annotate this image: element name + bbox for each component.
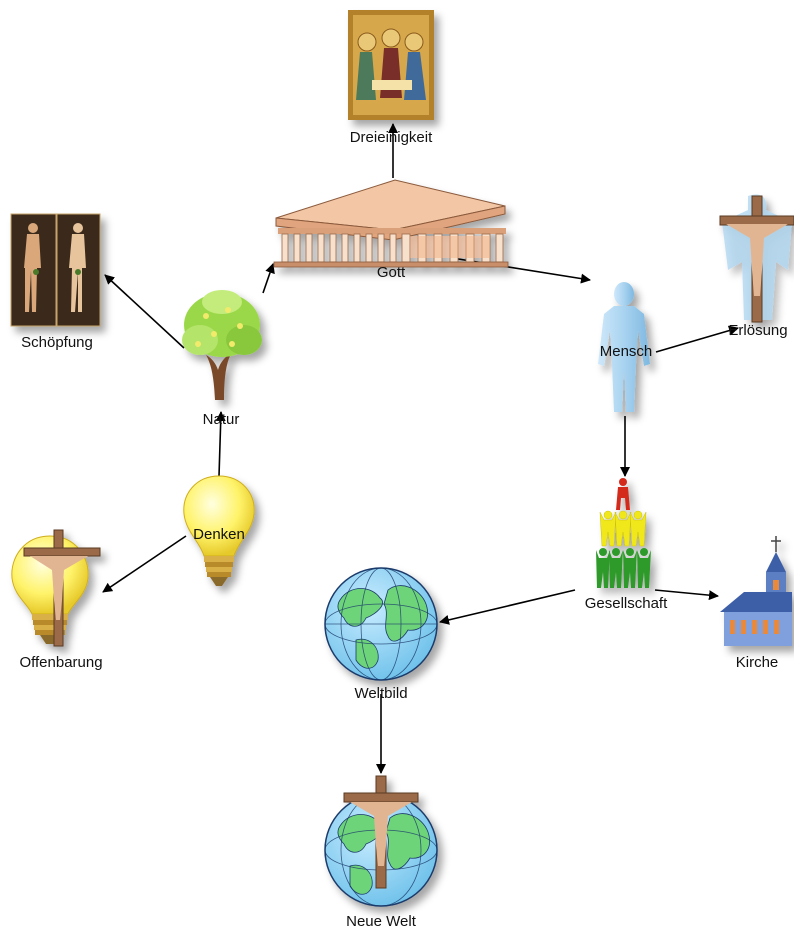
node-dreieinigkeit[interactable]: Dreieinigkeit: [348, 10, 434, 146]
edge-natur-schoepfung: [104, 274, 185, 349]
node-denken[interactable]: Denken: [183, 475, 255, 586]
node-label: Erlösung: [728, 322, 787, 339]
node-label: Gesellschaft: [585, 595, 668, 612]
node-label: Neue Welt: [346, 913, 417, 930]
node-label: Kirche: [736, 654, 779, 671]
lightbulb-icon: [183, 475, 255, 586]
icon-trinity: [348, 10, 434, 120]
globe-icon: [324, 567, 438, 681]
edge-denken-offenbarung: [102, 535, 187, 593]
edge-natur-gott: [262, 263, 275, 294]
node-label: Schöpfung: [21, 334, 93, 351]
people-pyramid-icon: [596, 478, 651, 588]
adam-eve-icon: [10, 213, 101, 327]
node-schoepfung[interactable]: Schöpfung: [10, 213, 101, 351]
church-icon: [720, 536, 792, 646]
node-gott[interactable]: Gott: [273, 179, 509, 281]
edge-gesellschaft-kirche: [654, 589, 719, 601]
edge-gesellschaft-weltbild: [439, 589, 576, 625]
node-label: Gott: [377, 264, 406, 281]
lightbulb-crucifix-icon: [11, 529, 101, 647]
crucifix-icon: [719, 194, 794, 323]
temple-icon: [273, 179, 509, 268]
edge-mensch-erloesung: [655, 325, 739, 353]
edge-denken-natur: [215, 411, 226, 477]
node-gesellschaft[interactable]: Gesellschaft: [585, 478, 668, 612]
node-label: Weltbild: [354, 685, 407, 702]
globe-crucifix-icon: [324, 775, 438, 907]
node-label: Denken: [193, 526, 245, 543]
node-label: Dreieinigkeit: [350, 129, 433, 146]
node-label: Mensch: [600, 343, 653, 360]
node-offenbarung[interactable]: Offenbarung: [11, 529, 103, 671]
node-kirche[interactable]: Kirche: [720, 536, 792, 671]
human-figure-icon: [598, 282, 650, 412]
node-weltbild[interactable]: Weltbild: [324, 567, 438, 702]
node-label: Natur: [203, 411, 240, 428]
node-neue-welt[interactable]: Neue Welt: [324, 775, 438, 930]
node-natur[interactable]: Natur: [182, 290, 262, 428]
node-mensch[interactable]: Mensch: [598, 282, 652, 412]
tree-icon: [182, 290, 262, 400]
node-erloesung[interactable]: Erlösung: [719, 194, 794, 339]
node-label: Offenbarung: [19, 654, 102, 671]
